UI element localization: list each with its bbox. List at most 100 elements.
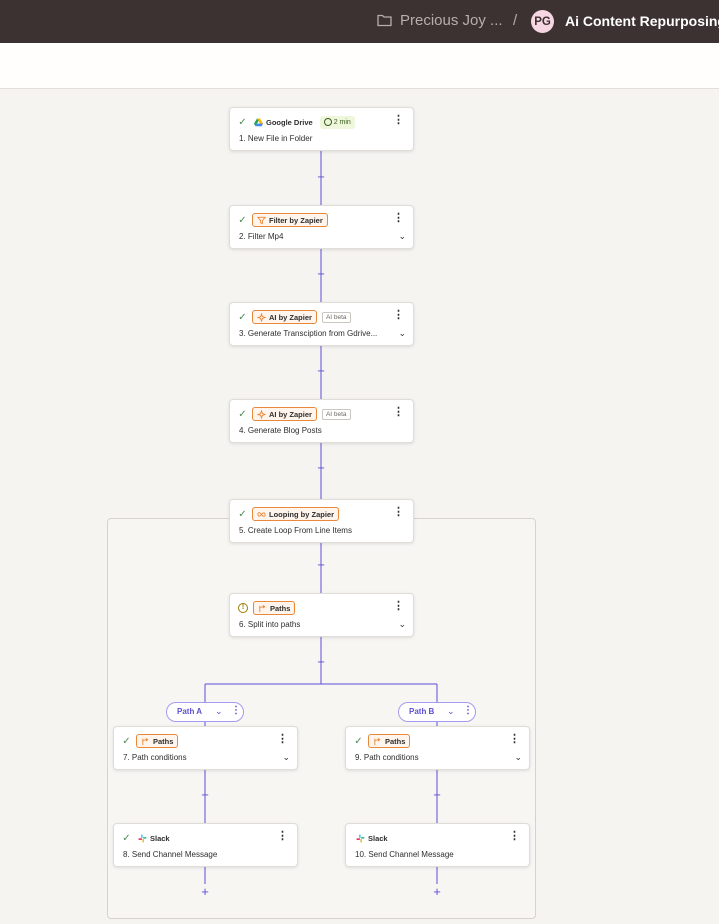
step-card-7[interactable]: ✓ Paths ⋮ 7. Path conditions ⌄ xyxy=(113,726,298,770)
editor-toolbar xyxy=(0,43,719,89)
step-card-2[interactable]: ✓ Filter by Zapier ⋮ 2. Filter Mp4 ⌄ xyxy=(229,205,414,249)
app-name: Looping by Zapier xyxy=(269,509,334,519)
path-menu-icon[interactable]: ⋮ xyxy=(231,705,241,716)
avatar[interactable]: PG xyxy=(531,10,554,33)
success-check-icon: ✓ xyxy=(122,735,131,747)
slack-icon xyxy=(356,833,365,843)
step-card-10[interactable]: Slack ⋮ 10. Send Channel Message xyxy=(345,823,530,867)
step-menu-icon[interactable]: ⋮ xyxy=(393,309,404,321)
run-time-text: 2 min xyxy=(333,118,351,126)
add-step-button[interactable]: + xyxy=(317,557,325,572)
app-name: Google Drive xyxy=(266,117,313,127)
loop-icon xyxy=(257,511,266,517)
add-step-button[interactable]: + xyxy=(317,363,325,378)
app-name: Slack xyxy=(150,833,170,843)
step-card-5[interactable]: ✓ Looping by Zapier ⋮ 5. Create Loop Fro… xyxy=(229,499,414,543)
step-menu-icon[interactable]: ⋮ xyxy=(509,830,520,842)
clock-icon xyxy=(323,118,332,126)
step-title: 7. Path conditions xyxy=(123,753,187,762)
step-menu-icon[interactable]: ⋮ xyxy=(393,506,404,518)
add-step-button[interactable]: + xyxy=(433,884,441,899)
step-title: 1. New File in Folder xyxy=(239,134,313,143)
step-card-9[interactable]: ✓ Paths ⋮ 9. Path conditions ⌄ xyxy=(345,726,530,770)
chevron-down-icon[interactable]: ⌄ xyxy=(514,752,522,762)
step-menu-icon[interactable]: ⋮ xyxy=(277,830,288,842)
app-name: AI by Zapier xyxy=(269,312,312,322)
app-name: Paths xyxy=(270,603,291,613)
add-step-button[interactable]: + xyxy=(317,460,325,475)
step-card-3[interactable]: ✓ AI by Zapier AI beta ⋮ 3. Generate Tra… xyxy=(229,302,414,346)
step-title: 6. Split into paths xyxy=(239,620,301,629)
app-name: AI by Zapier xyxy=(269,409,312,419)
step-card-1[interactable]: ✓ Google Drive 2 min ⋮ 1. New File in Fo… xyxy=(229,107,414,151)
app-name: Paths xyxy=(385,736,406,746)
path-menu-icon[interactable]: ⋮ xyxy=(463,705,473,716)
step-title: 2. Filter Mp4 xyxy=(239,232,284,241)
app-chip: Google Drive xyxy=(252,115,315,129)
step-title: 8. Send Channel Message xyxy=(123,850,218,859)
add-step-button[interactable]: + xyxy=(317,169,325,184)
zap-name[interactable]: Ai Content Repurposing xyxy=(565,13,719,29)
paths-icon xyxy=(142,737,149,745)
success-check-icon: ✓ xyxy=(238,508,247,520)
add-step-button[interactable]: + xyxy=(317,654,325,669)
success-check-icon: ✓ xyxy=(238,116,247,128)
app-chip: Paths xyxy=(368,734,411,748)
step-title: 4. Generate Blog Posts xyxy=(239,426,322,435)
app-name: Slack xyxy=(368,833,388,843)
step-title: 9. Path conditions xyxy=(355,753,419,762)
breadcrumb-folder-name[interactable]: Precious Joy ... xyxy=(400,12,503,29)
ai-icon xyxy=(257,312,266,322)
success-check-icon: ✓ xyxy=(354,735,363,747)
step-card-4[interactable]: ✓ AI by Zapier AI beta ⋮ 4. Generate Blo… xyxy=(229,399,414,443)
chevron-down-icon[interactable]: ⌄ xyxy=(398,328,406,338)
step-menu-icon[interactable]: ⋮ xyxy=(509,733,520,745)
path-label: Path B xyxy=(409,707,435,716)
paths-icon xyxy=(374,737,381,745)
app-chip: Slack xyxy=(354,831,390,845)
add-step-button[interactable]: + xyxy=(317,266,325,281)
path-a-pill[interactable]: Path A ⌄ ⋮ xyxy=(166,702,244,722)
chevron-down-icon[interactable]: ⌄ xyxy=(398,231,406,241)
app-chip: Filter by Zapier xyxy=(252,213,328,227)
step-menu-icon[interactable]: ⋮ xyxy=(393,212,404,224)
chevron-down-icon[interactable]: ⌄ xyxy=(447,706,455,716)
ai-beta-badge: AI beta xyxy=(321,408,351,420)
breadcrumb-separator: / xyxy=(513,12,518,29)
success-check-icon: ✓ xyxy=(238,311,247,323)
app-chip: AI by Zapier xyxy=(252,407,317,421)
run-time-badge: 2 min xyxy=(319,115,355,129)
step-menu-icon[interactable]: ⋮ xyxy=(277,733,288,745)
success-check-icon: ✓ xyxy=(238,408,247,420)
app-chip: Slack xyxy=(136,831,172,845)
top-navigation-bar: Precious Joy ... / PG Ai Content Repurpo… xyxy=(0,0,719,43)
app-chip: Paths xyxy=(253,601,296,615)
chevron-down-icon[interactable]: ⌄ xyxy=(215,706,223,716)
step-menu-icon[interactable]: ⋮ xyxy=(393,406,404,418)
step-card-6[interactable]: ! Paths ⋮ 6. Split into paths ⌄ xyxy=(229,593,414,637)
path-b-pill[interactable]: Path B ⌄ ⋮ xyxy=(398,702,476,722)
add-step-button[interactable]: + xyxy=(201,884,209,899)
path-label: Path A xyxy=(177,707,203,716)
step-card-8[interactable]: ✓ Slack ⋮ 8. Send Channel Message xyxy=(113,823,298,867)
google-drive-icon xyxy=(254,117,263,126)
app-chip: AI by Zapier xyxy=(252,310,317,324)
step-menu-icon[interactable]: ⋮ xyxy=(393,600,404,612)
step-menu-icon[interactable]: ⋮ xyxy=(393,114,404,126)
ai-icon xyxy=(257,409,266,419)
step-title: 5. Create Loop From Line Items xyxy=(239,526,352,535)
app-chip: Looping by Zapier xyxy=(252,507,339,521)
chevron-down-icon[interactable]: ⌄ xyxy=(398,619,406,629)
chevron-down-icon[interactable]: ⌄ xyxy=(282,752,290,762)
step-title: 10. Send Channel Message xyxy=(355,850,454,859)
add-step-button[interactable]: + xyxy=(433,787,441,802)
app-name: Paths xyxy=(153,736,174,746)
add-step-button[interactable]: + xyxy=(201,787,209,802)
app-name: Filter by Zapier xyxy=(269,215,323,225)
success-check-icon: ✓ xyxy=(122,832,131,844)
ai-beta-badge: AI beta xyxy=(321,311,351,323)
app-chip: Paths xyxy=(136,734,179,748)
step-title: 3. Generate Transciption from Gdrive... xyxy=(239,329,378,338)
folder-icon[interactable] xyxy=(377,13,392,27)
